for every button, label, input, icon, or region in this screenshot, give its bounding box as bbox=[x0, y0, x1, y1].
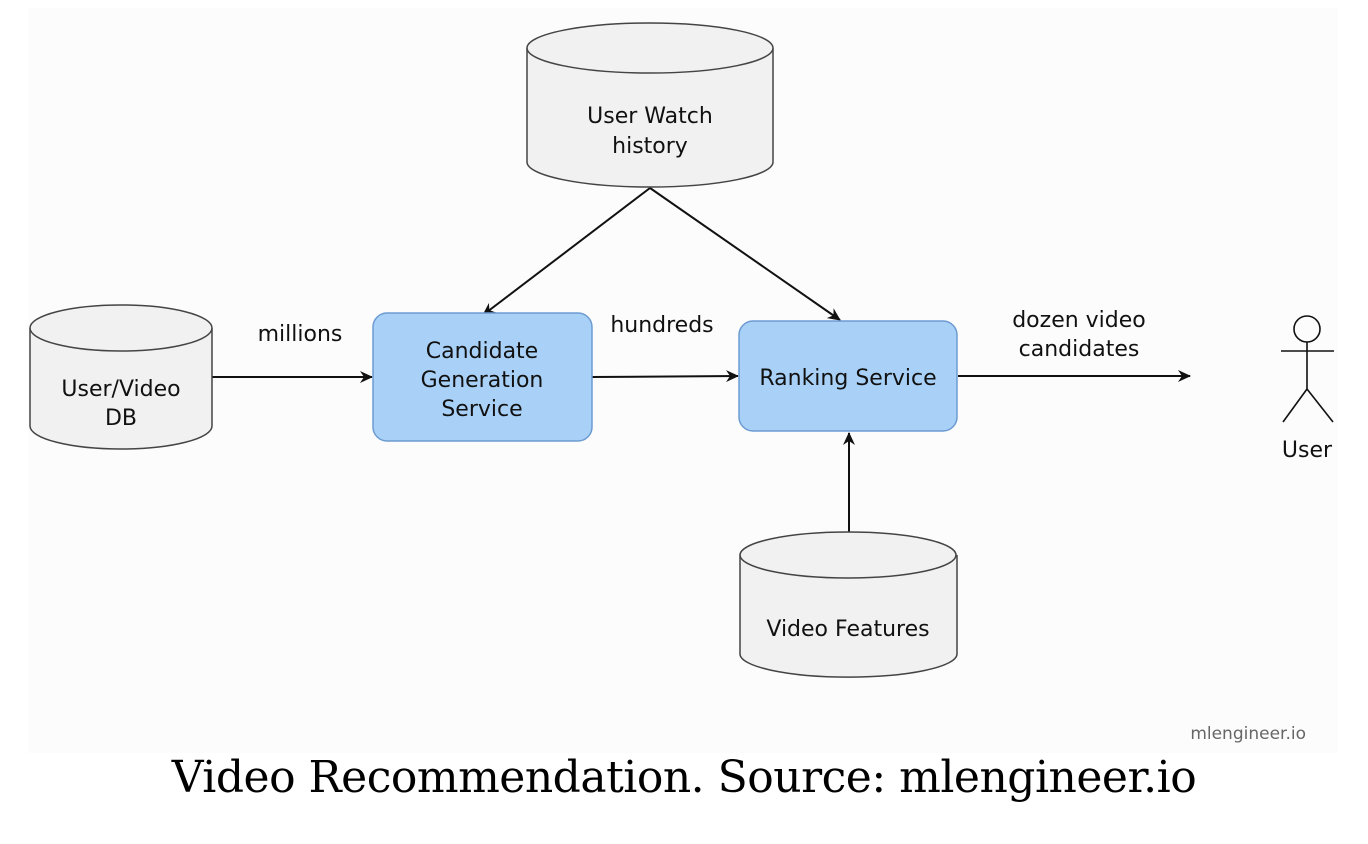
figure-caption: Video Recommendation. Source: mlengineer… bbox=[171, 752, 1197, 803]
db-user-watch-history: User Watch history bbox=[526, 22, 774, 188]
user-video-db-line2: DB bbox=[105, 406, 137, 431]
user-video-db-line1: User/Video bbox=[61, 377, 180, 402]
service-ranking: Ranking Service bbox=[738, 320, 958, 432]
label-dozen-video: dozen video bbox=[1012, 308, 1146, 333]
ranking-service-label: Ranking Service bbox=[759, 366, 936, 391]
service-candidate-generation: Candidate Generation Service bbox=[372, 312, 593, 442]
candidate-gen-line1: Candidate bbox=[426, 339, 538, 364]
candidate-gen-line3: Service bbox=[441, 397, 522, 422]
label-millions: millions bbox=[258, 322, 343, 347]
edges bbox=[212, 187, 1191, 533]
label-candidates: candidates bbox=[1019, 337, 1140, 362]
watermark: mlengineer.io bbox=[1190, 724, 1306, 744]
watch-history-line1: User Watch bbox=[587, 104, 713, 129]
edge-candidate-to-ranking bbox=[591, 370, 739, 383]
user-label: User bbox=[1282, 438, 1333, 463]
video-features-label: Video Features bbox=[766, 617, 929, 642]
edge-watch-to-ranking bbox=[649, 187, 841, 321]
user-actor-icon bbox=[1281, 315, 1334, 423]
db-user-video: User/Video DB bbox=[29, 304, 213, 450]
edge-watch-to-candidate bbox=[482, 187, 651, 316]
candidate-gen-line2: Generation bbox=[421, 368, 544, 393]
label-hundreds: hundreds bbox=[610, 313, 713, 338]
db-video-features: Video Features bbox=[739, 531, 958, 678]
watch-history-line2: history bbox=[612, 134, 688, 159]
